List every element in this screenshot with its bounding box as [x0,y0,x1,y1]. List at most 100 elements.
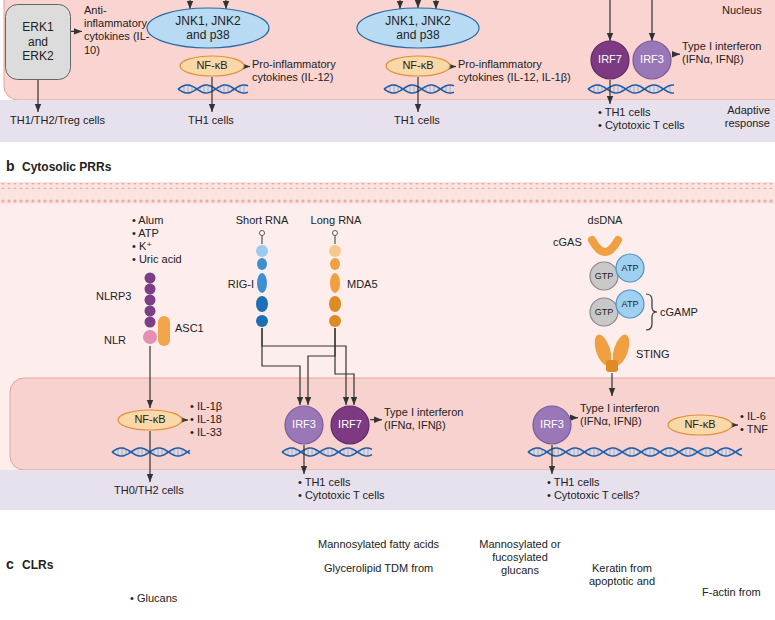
receptor-label: cGAS [553,236,582,249]
dna-rung [177,448,178,456]
nlrp3-bead [145,295,156,306]
dna-helix [588,85,674,93]
node-shape [180,56,244,76]
kinase-ellipse: JNK1, JNK2 and p38 [356,7,480,49]
nucleotide-circle: ATP [615,289,645,319]
cgamp-bracket [646,294,657,330]
signal-arrow [611,373,612,396]
dna-rung [537,448,538,456]
signal-arrow [149,346,150,408]
dna-rung [449,85,450,93]
dna-rung [557,448,558,456]
rig-i-domain [256,245,268,257]
dna-rung [207,85,208,93]
mda5-symbol [329,231,341,328]
signal-arrow [262,328,346,405]
node-text: JNK1, JNK2 and p38 [374,14,462,43]
kinase-ellipse: JNK1, JNK2 and p38 [146,7,270,49]
connector-arrow [211,77,212,112]
ligand-label: Mannosylated fatty acids [318,538,439,551]
signal-arrows [262,328,354,405]
rna-cap [260,231,265,236]
node-text: ATP [618,299,642,310]
dna-rung [633,85,634,93]
dna-rung [649,448,650,456]
dna-rung [669,85,670,92]
node-text: • IL-18 [190,413,222,426]
signal-arrow [262,328,300,405]
mda5-domain [329,296,341,312]
t-cell-response: TH0/TH2 cells [112,482,186,499]
connector-arrow [245,66,250,67]
node-text: Type I interferon (IFNα, IFNβ) [682,40,762,66]
interferon-text: Type I interferon (IFNα, IFNβ) [578,400,662,430]
node-shape [357,8,479,48]
dna-rung [413,85,414,93]
dna-rung [617,85,618,93]
dna-strand [178,85,248,93]
dna-rung [433,85,434,92]
ligand-item: • Glucans [130,592,177,605]
transcription-factor: NF-κB [179,55,245,77]
row-label: Adaptive response [700,104,770,130]
node-text: IRF3 [535,418,569,431]
mda5-domain [329,245,341,257]
transcription-factor: IRF3 [532,405,572,445]
t-cell-response: TH1 cells [392,112,442,129]
node-text: • TNF [740,423,768,436]
nlrp3-symbol [143,273,170,409]
dna-rung [705,448,706,456]
membrane [0,182,775,204]
dna-strand [384,85,454,93]
dna-rung [331,448,332,455]
response-strip [0,100,775,142]
dna-strand [528,448,742,456]
node-shape [118,410,182,430]
dna-strand [528,448,742,456]
node-text: IRF3 [287,418,321,431]
connector-arrow [370,419,382,420]
ligand-label: F-actin from [702,586,761,599]
nlr-domain [143,330,157,344]
dna-rung [409,85,410,92]
node-text: • Cytotoxic T cells? [547,489,640,502]
connector-arrow [417,77,418,112]
nucleotide-circle: ATP [615,253,645,283]
connector-arrow [183,419,188,420]
signal-arrow [225,0,226,9]
connector-arrow [451,66,456,67]
response-strip [0,470,775,510]
t-cell-response: TH1 cells [186,112,236,129]
connector-arrow [303,445,304,474]
rig-i-domain [256,315,268,327]
transcription-factor: NF-κB [117,409,183,431]
t-cell-response: • TH1 cells• Cytotoxic T cells [596,104,687,134]
dna-rung [633,448,634,455]
node-text: NF-κB [675,418,725,431]
node-text: • Cytotoxic T cells [598,119,685,132]
node-shape [616,254,644,282]
node-text: TH1 cells [188,114,234,127]
node-text: TH1/TH2/Treg cells [10,114,105,127]
node-text: • Cytotoxic T cells [298,489,385,502]
signal-arrow [189,0,190,9]
node-text: IRF3 [635,53,669,66]
signal-arrow [399,0,400,9]
node-shape [533,406,571,444]
node-shape [633,41,671,79]
dna-rung [187,85,188,93]
nlrp3-bead [145,317,156,328]
node-text: TH0/TH2 cells [114,484,184,497]
ligand-label: Keratin from apoptotic and [578,562,666,588]
nlrp3-bead [145,306,156,317]
transcription-factor: NF-κB [385,55,451,77]
receptor-label: STING [636,348,670,361]
dna-rung [685,448,686,455]
dna-rung [637,85,638,92]
connector-arrow [551,445,552,474]
signal-arrow [417,0,418,8]
dna-helix [528,448,742,456]
cytokine-text: Pro-inflammatory cytokines (IL-12, IL-1β… [456,56,586,86]
node-shape [6,5,71,80]
